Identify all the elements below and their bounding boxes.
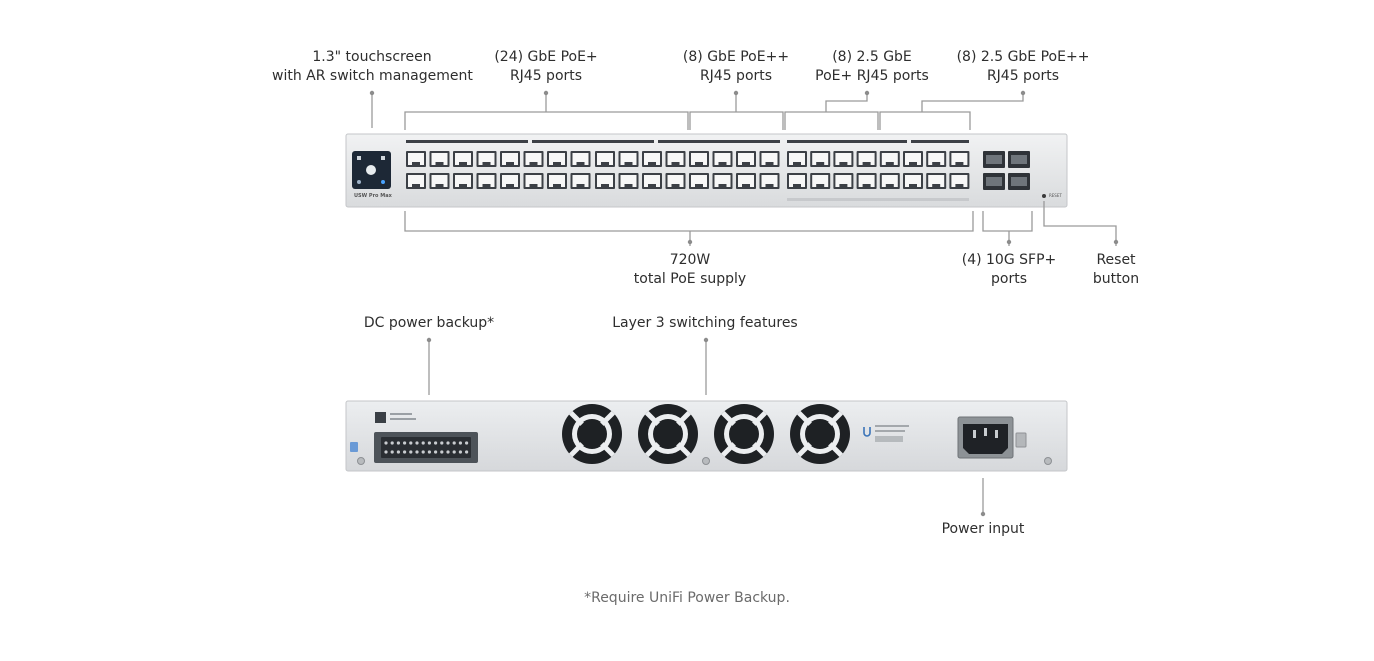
dc-connector-pins: [384, 441, 469, 454]
label-layer3: Layer 3 switching features: [612, 315, 798, 331]
footnote: *Require UniFi Power Backup.: [584, 590, 790, 606]
model-label: USW Pro Max: [354, 193, 392, 199]
g25-port-block: [787, 140, 970, 201]
leader-dots: [369, 90, 1119, 517]
label-g25-poe-plusplus: (8) 2.5 GbE PoE++RJ45 ports: [956, 49, 1090, 84]
label-sfp-ports: (4) 10G SFP+ports: [961, 252, 1057, 287]
sfp-port-block: [983, 151, 1030, 190]
cooling-fans: [562, 404, 850, 464]
ubiquiti-logo: [863, 427, 871, 437]
label-gbe-poe-plusplus: (8) GbE PoE++RJ45 ports: [682, 49, 790, 84]
switch-rear-panel: [345, 400, 1068, 472]
switch-front-panel: [345, 133, 1068, 208]
label-power-input: Power input: [941, 521, 1025, 537]
label-dc-backup: DC power backup*: [363, 315, 495, 331]
reset-button: [1042, 194, 1046, 198]
reset-marking: RESET: [1049, 193, 1062, 198]
label-gbe-poe-plus: (24) GbE PoE+RJ45 ports: [494, 49, 598, 84]
gbe-port-block: [406, 140, 780, 189]
